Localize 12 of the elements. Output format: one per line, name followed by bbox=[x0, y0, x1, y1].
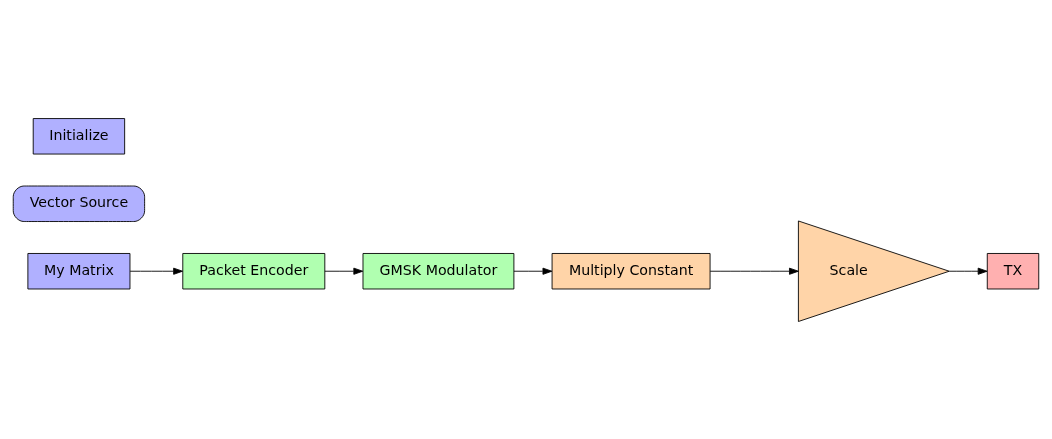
arrow bbox=[129, 267, 183, 275]
node-box: GMSK Modulator bbox=[362, 252, 515, 289]
arrow bbox=[709, 267, 799, 275]
node-box: Multiply Constant bbox=[551, 252, 711, 289]
node-box: TX bbox=[986, 252, 1040, 289]
node-box: Packet Encoder bbox=[182, 252, 326, 289]
node-box: My Matrix bbox=[27, 252, 131, 289]
node-box: Vector Source bbox=[12, 185, 146, 222]
arrow bbox=[513, 267, 553, 275]
node-box: Initialize bbox=[32, 117, 126, 154]
arrow bbox=[948, 267, 988, 275]
arrow bbox=[324, 267, 364, 275]
